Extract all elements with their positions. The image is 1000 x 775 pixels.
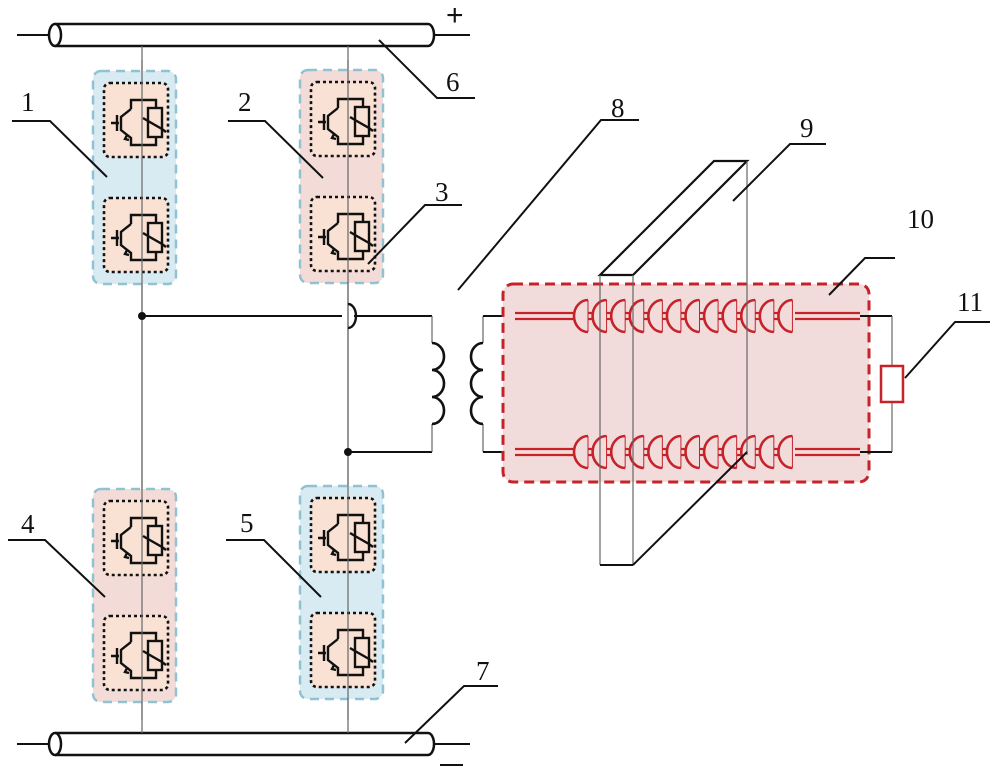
igbt-icon (318, 97, 374, 146)
switch-group-1 (91, 69, 178, 286)
negative-bus (17, 731, 470, 766)
igbt-switch-module (102, 499, 170, 577)
igbt-icon (318, 513, 374, 562)
igbt-switch-module (309, 611, 377, 689)
label-9: 9 (800, 113, 814, 143)
leader-lines (8, 39, 990, 744)
accelerating-cell (739, 434, 760, 470)
igbt-icon (111, 516, 167, 565)
igbt-icon (111, 213, 167, 262)
positive-bus (17, 22, 470, 48)
label-6: 6 (446, 67, 460, 97)
igbt-icon (111, 631, 167, 680)
igbt-icon (318, 212, 374, 261)
accelerating-cell (609, 298, 630, 334)
accelerating-cell (739, 298, 760, 334)
load-resistor (860, 315, 905, 453)
igbt-switch-module (309, 80, 377, 158)
label-8: 8 (611, 93, 625, 123)
igbt-switch-module (309, 195, 377, 273)
igbt-switch-module (102, 196, 170, 274)
label-5: 5 (240, 508, 254, 538)
igbt-icon (111, 98, 167, 147)
accelerating-cell (777, 298, 793, 334)
transformer (431, 315, 515, 453)
label-4: 4 (21, 509, 35, 539)
accelerating-cell (572, 434, 593, 470)
accelerating-cell (758, 298, 779, 334)
switch-group-4 (91, 487, 178, 704)
accelerating-cell (684, 434, 705, 470)
igbt-icon (318, 628, 374, 677)
igbt-switch-module (102, 81, 170, 159)
label-2: 2 (238, 87, 252, 117)
accelerating-cell (609, 434, 630, 470)
accelerator-structure (501, 282, 871, 484)
accelerating-cell (647, 298, 667, 334)
label-3: 3 (435, 177, 449, 207)
igbt-switch-module (309, 496, 377, 574)
label-11: 11 (957, 287, 983, 317)
label-7: 7 (476, 656, 490, 686)
switch-group-2 (298, 68, 385, 285)
positive-sign: + (446, 0, 464, 32)
accelerating-cell (777, 434, 793, 470)
switch-group-5 (298, 484, 385, 701)
label-10: 10 (907, 204, 934, 234)
label-1: 1 (21, 87, 35, 117)
plate (597, 159, 750, 566)
wire-crossover-hop (347, 302, 358, 330)
igbt-switch-module (102, 614, 170, 692)
accelerating-cell (721, 298, 742, 334)
